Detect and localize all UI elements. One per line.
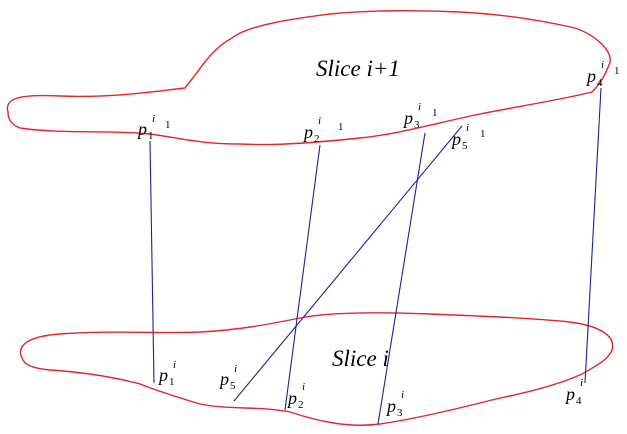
svg-text:1: 1: [165, 119, 171, 131]
upper-slice-outline: [6, 9, 611, 146]
svg-text:i: i: [601, 59, 604, 71]
svg-text:1: 1: [614, 65, 620, 77]
svg-text:p: p: [450, 129, 461, 149]
svg-text:p: p: [385, 396, 396, 416]
link-p5: [233, 125, 463, 402]
svg-text:i: i: [318, 115, 321, 127]
link-p2: [284, 144, 321, 411]
lower-slice-outline: [19, 312, 614, 426]
svg-text:3: 3: [397, 407, 403, 419]
svg-text:i: i: [234, 363, 237, 375]
link-p1: [149, 140, 155, 384]
svg-text:1: 1: [338, 121, 344, 133]
upper-point-label-3: p 3 i 1: [402, 101, 438, 131]
svg-text:1: 1: [148, 130, 154, 142]
svg-text:i: i: [401, 389, 404, 401]
upper-slice-title: Slice i+1: [316, 56, 400, 81]
svg-text:5: 5: [462, 140, 468, 152]
svg-text:p: p: [402, 108, 413, 128]
svg-text:p: p: [302, 122, 313, 142]
svg-text:1: 1: [480, 128, 486, 140]
svg-text:p: p: [218, 369, 229, 389]
lower-point-label-4: p 4 i: [564, 377, 583, 407]
svg-text:i: i: [580, 377, 583, 389]
upper-point-label-4: p 4 i 1: [585, 59, 620, 89]
svg-text:3: 3: [414, 119, 420, 131]
svg-text:1: 1: [169, 376, 175, 388]
svg-text:4: 4: [576, 395, 582, 407]
svg-text:i: i: [152, 113, 155, 125]
upper-point-label-2: p 2 i 1: [302, 115, 344, 145]
upper-point-label-5: p 5 i 1: [450, 122, 486, 152]
svg-text:i: i: [418, 101, 421, 113]
svg-text:p: p: [564, 384, 575, 404]
upper-point-label-1: p 1 i 1: [136, 113, 171, 142]
lower-point-label-1: p 1 i: [157, 359, 176, 388]
link-p4: [584, 87, 602, 384]
link-p3: [377, 132, 426, 425]
svg-text:p: p: [286, 388, 297, 408]
svg-text:2: 2: [314, 133, 320, 145]
svg-text:p: p: [136, 119, 147, 139]
lower-point-label-5: p 5 i: [218, 363, 237, 392]
svg-text:4: 4: [597, 77, 603, 89]
svg-text:1: 1: [432, 107, 438, 119]
svg-text:5: 5: [230, 380, 236, 392]
lower-point-label-2: p 2 i: [286, 381, 305, 411]
lower-slice-title: Slice i: [332, 346, 389, 371]
svg-text:2: 2: [298, 399, 304, 411]
svg-text:i: i: [466, 122, 469, 134]
svg-text:p: p: [585, 66, 596, 86]
svg-text:i: i: [173, 359, 176, 371]
svg-text:i: i: [302, 381, 305, 393]
lower-point-label-3: p 3 i: [385, 389, 404, 419]
svg-text:p: p: [157, 365, 168, 385]
